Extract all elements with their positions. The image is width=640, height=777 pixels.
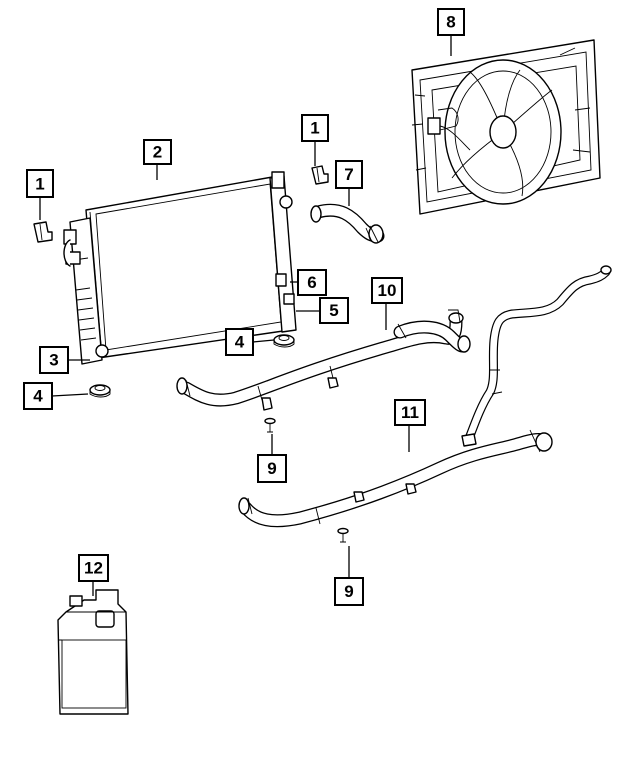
callout-4-lower: 4 [23,382,53,410]
callout-label: 4 [235,333,245,352]
callout-label: 12 [84,559,103,578]
callout-label: 7 [344,165,353,184]
callout-11: 11 [394,399,426,426]
callout-10: 10 [371,277,403,304]
coolant-hose-assembly [238,265,612,528]
radiator [63,171,297,365]
push-pin-upper [264,417,276,433]
callout-label: 3 [49,351,58,370]
callout-9-lower: 9 [334,577,364,606]
callout-1-right: 1 [301,114,329,142]
callout-label: 4 [33,387,43,406]
callout-label: 9 [267,459,276,478]
callout-5: 5 [319,297,349,324]
isolator-lower [89,384,111,398]
callout-label: 10 [378,281,397,300]
coolant-container [57,589,129,715]
callout-label: 11 [401,403,419,422]
callout-12: 12 [78,554,109,582]
callout-1-left: 1 [26,169,54,198]
callout-6: 6 [297,269,327,296]
callout-label: 6 [307,273,316,292]
mounting-clip-left [33,221,53,243]
callout-label: 5 [329,301,338,320]
callout-label: 1 [310,119,319,138]
leader-lines [39,35,452,596]
callout-8: 8 [437,8,465,36]
upper-radiator-hose [310,203,385,244]
isolator-upper [273,334,295,348]
radiator-fan-shroud [411,39,601,215]
callout-label: 9 [344,582,353,601]
push-pin-lower [337,527,349,543]
callout-label: 2 [153,143,162,162]
mounting-clip-right [311,165,329,185]
callout-label: 1 [35,175,44,194]
callout-9-upper: 9 [257,454,287,483]
callout-3: 3 [39,346,69,374]
callout-7: 7 [335,160,363,189]
callout-4-upper: 4 [225,328,254,356]
lower-radiator-hose [176,309,471,411]
callout-2: 2 [143,139,172,165]
callout-label: 8 [446,13,455,32]
